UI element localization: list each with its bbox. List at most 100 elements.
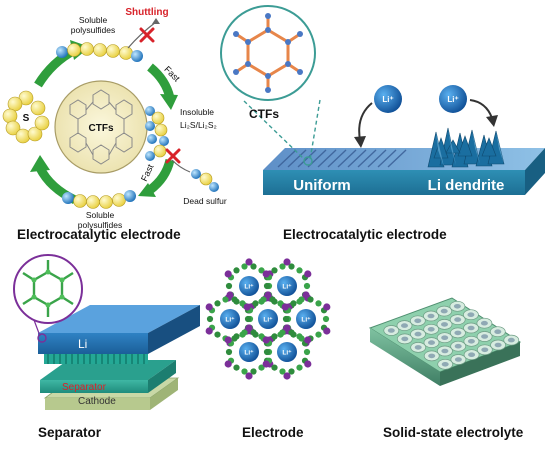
framework-node [224,270,232,278]
zoom-target-ring-c [37,333,47,343]
framework-node [304,360,312,368]
framework-node [224,336,232,344]
zoom-line-left [243,100,306,161]
framework-bead [315,331,322,338]
ctf-center-label: CTFs [89,123,114,134]
framework-bead [225,282,233,290]
cycle-arrow-top [34,46,78,88]
sse-pore-core [454,343,462,349]
sse-side [440,342,520,386]
zoom-line-right [309,99,321,161]
cycle-arrow-right-lower [147,158,175,194]
sse-pore-core [480,320,488,326]
li-ion-right [439,85,467,113]
panel-e-solid-electrolyte [368,297,522,386]
li-ion-label: Li⁺ [225,317,235,324]
polysulfide-chain-top [56,42,143,62]
ctf-center-structure [69,89,133,165]
framework-node [264,291,272,299]
cycle-arrowhead-bottom-left [30,155,50,172]
li-ion-left [374,85,402,113]
caption-panel-c: Separator [38,425,102,440]
li-ion-right-label: Li⁺ [447,95,458,104]
framework-node [283,324,291,332]
framework-bead [288,263,295,270]
sse-pore-core [440,308,448,314]
framework-bead [279,263,286,270]
framework-bead [307,296,314,303]
li-ion-left-label: Li⁺ [382,95,393,104]
substrate-front [263,170,525,195]
framework-bead [258,267,265,274]
framework-bead [282,315,290,323]
framework-bead [214,331,221,338]
shuttling-arrow [127,21,157,49]
framework-bead [233,333,240,340]
framework-node [262,360,270,368]
li-dendrites [427,127,505,168]
ctf-framework-green-nodes [31,269,65,308]
panel-a-sulfur-cycle: CTFs S Soluble polysulfides Shuttling [2,7,227,230]
separator-layer [40,360,176,380]
sse-pore-core [467,312,475,318]
sse-pore-core [427,327,435,332]
li-anode-top [38,305,200,333]
framework-bead [296,267,303,274]
framework-node [205,327,213,335]
framework-bead [244,315,252,323]
shuttling-blocked-cross-icon [139,27,155,43]
framework-node [245,258,253,266]
sse-pore-core [481,334,489,339]
soluble-bottom-line1: Soluble [86,210,115,220]
sse-pore-grid [383,300,520,370]
sse-pore-core [441,322,448,327]
framework-bead [252,300,259,307]
framework-bead [225,348,233,356]
framework-bead [206,315,214,323]
li-ion [277,276,297,296]
framework-bead [279,368,286,375]
framework-bead [271,333,278,340]
framework-node [262,336,270,344]
sse-pore-core [494,329,502,335]
framework-bead [222,296,229,303]
sse-pore-core [401,336,409,342]
soluble-top-line2: polysulfides [71,25,115,35]
li-ion-label: Li⁺ [282,350,292,357]
sse-pore-core [414,318,422,324]
dead-sulfur-label: Dead sulfur [183,196,227,206]
framework-node [205,303,213,311]
sse-front [370,328,440,386]
li-ion-label: Li⁺ [301,317,311,324]
framework-bead [241,263,248,270]
framework-bead [279,329,286,336]
substrate-side [525,148,545,195]
li-ion-label: Li⁺ [244,284,254,291]
ctfs-label: CTFs [249,107,279,121]
ctf-zoom-circle [220,5,316,101]
sse-pore-core [494,342,502,348]
panel-d-electrode: Li⁺Li⁺Li⁺Li⁺Li⁺Li⁺Li⁺ [205,258,331,380]
framework-bead [233,267,240,274]
framework-bead [296,364,303,371]
ctf-framework-nodes [233,13,303,93]
insoluble-cluster [145,106,169,161]
li-ion [296,309,316,329]
li-ion-label: Li⁺ [282,284,292,291]
framework-bead [298,296,305,303]
framework-node [283,258,291,266]
framework-node [323,327,331,335]
dead-sulfur-blocked-cross-icon [165,148,181,164]
sse-pore-core [507,337,515,343]
sse-pore-core [454,330,462,336]
framework-node [245,324,253,332]
cycle-arrowhead-right-lower [138,183,156,197]
uniform-label: Uniform [293,177,351,194]
insoluble-line1: Insoluble [180,107,214,117]
dead-sulfur-chain [191,169,219,192]
sse-pore-core [414,345,422,350]
framework-bead [315,300,322,307]
sse-pore-core [454,317,462,322]
framework-bead [260,296,267,303]
uniform-coating [277,149,407,168]
